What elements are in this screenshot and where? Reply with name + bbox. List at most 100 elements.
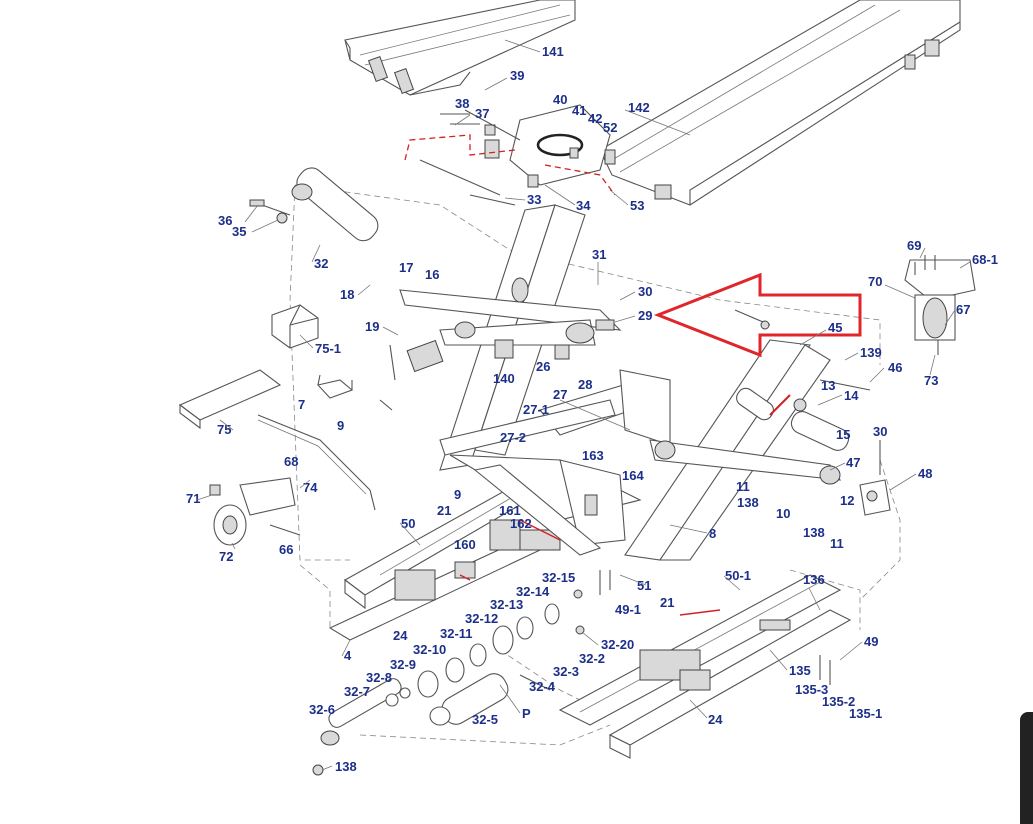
- label-32-4: 32-4: [529, 679, 556, 694]
- label-33: 33: [527, 192, 541, 207]
- part-labels: 141 39 38 37 40 41 42 52 142 33 34 53 36…: [186, 44, 998, 774]
- label-35: 35: [232, 224, 246, 239]
- label-8: 8: [709, 526, 716, 541]
- label-140: 140: [493, 371, 515, 386]
- label-48: 48: [918, 466, 932, 481]
- label-9b: 9: [454, 487, 461, 502]
- label-11: 11: [736, 479, 750, 494]
- label-68-1: 68-1: [972, 252, 998, 267]
- label-24: 24: [393, 628, 408, 643]
- top-ramp-left: [344, 0, 576, 96]
- label-161: 161: [499, 503, 521, 518]
- label-30: 30: [638, 284, 652, 299]
- label-29: 29: [638, 308, 652, 323]
- label-142: 142: [628, 100, 650, 115]
- label-32-5: 32-5: [472, 712, 498, 727]
- label-27-2: 27-2: [500, 430, 526, 445]
- label-73: 73: [924, 373, 938, 388]
- label-32: 32: [314, 256, 328, 271]
- label-21b: 21: [660, 595, 674, 610]
- label-24b: 24: [708, 712, 723, 727]
- label-138b: 138: [335, 759, 357, 774]
- label-41: 41: [572, 103, 586, 118]
- label-31: 31: [592, 247, 606, 262]
- label-135-3: 135-3: [795, 682, 828, 697]
- label-28: 28: [578, 377, 592, 392]
- label-71: 71: [186, 491, 200, 506]
- label-P: P: [522, 706, 531, 721]
- label-15: 15: [836, 427, 850, 442]
- left-small-parts: [178, 304, 393, 511]
- label-51: 51: [637, 578, 651, 593]
- label-38: 38: [455, 96, 469, 111]
- caster-assembly-right: [904, 255, 976, 355]
- label-32-7: 32-7: [344, 684, 370, 699]
- label-69: 69: [907, 238, 921, 253]
- window-edge-scrollbar[interactable]: [1020, 712, 1033, 824]
- label-32-10: 32-10: [413, 642, 446, 657]
- label-66: 66: [279, 542, 293, 557]
- label-53: 53: [630, 198, 644, 213]
- upper-scissor-arms: [389, 204, 622, 471]
- label-50-1: 50-1: [725, 568, 751, 583]
- label-67: 67: [956, 302, 970, 317]
- label-4: 4: [344, 648, 352, 663]
- label-49-1: 49-1: [615, 602, 641, 617]
- label-19: 19: [365, 319, 379, 334]
- label-70: 70: [868, 274, 882, 289]
- top-ramp-right: [599, 0, 961, 206]
- label-14: 14: [844, 388, 859, 403]
- label-32-20: 32-20: [601, 637, 634, 652]
- label-18: 18: [340, 287, 354, 302]
- lower-cylinder-parts: [312, 589, 585, 776]
- top-hinge-assembly: [404, 104, 616, 206]
- base-frame-center: [449, 454, 642, 595]
- label-163: 163: [582, 448, 604, 463]
- label-75: 75: [217, 422, 231, 437]
- label-32-2: 32-2: [579, 651, 605, 666]
- label-135: 135: [789, 663, 811, 678]
- label-30b: 30: [873, 424, 887, 439]
- label-21: 21: [437, 503, 451, 518]
- label-17: 17: [399, 260, 413, 275]
- label-162: 162: [510, 516, 532, 531]
- label-139: 139: [860, 345, 882, 360]
- label-47: 47: [846, 455, 860, 470]
- label-32-9: 32-9: [390, 657, 416, 672]
- label-9: 9: [337, 418, 344, 433]
- label-11b: 11: [830, 536, 844, 551]
- label-46: 46: [888, 360, 902, 375]
- label-32-11: 32-11: [440, 626, 473, 641]
- label-52: 52: [603, 120, 617, 135]
- label-32-13: 32-13: [490, 597, 523, 612]
- label-74: 74: [303, 480, 318, 495]
- label-12: 12: [840, 493, 854, 508]
- label-141: 141: [542, 44, 564, 59]
- label-32-15: 32-15: [542, 570, 575, 585]
- caster-assembly-left: [209, 477, 301, 546]
- label-32-14: 32-14: [516, 584, 550, 599]
- label-27: 27: [553, 387, 567, 402]
- label-68: 68: [284, 454, 298, 469]
- block-48: [859, 440, 891, 516]
- label-26: 26: [536, 359, 550, 374]
- label-50: 50: [401, 516, 415, 531]
- hydraulic-cylinder-upper: [249, 167, 379, 242]
- label-136: 136: [803, 572, 825, 587]
- label-10: 10: [776, 506, 790, 521]
- label-7: 7: [298, 397, 305, 412]
- label-32-12: 32-12: [465, 611, 498, 626]
- label-72: 72: [219, 549, 233, 564]
- label-36: 36: [218, 213, 232, 228]
- label-16: 16: [425, 267, 439, 282]
- label-39: 39: [510, 68, 524, 83]
- label-40: 40: [553, 92, 567, 107]
- label-27-1: 27-1: [523, 402, 549, 417]
- right-scissor-arms: [624, 339, 871, 561]
- label-138: 138: [737, 495, 759, 510]
- label-37: 37: [475, 106, 489, 121]
- label-135-1: 135-1: [849, 706, 882, 721]
- label-138c: 138: [803, 525, 825, 540]
- label-75-1: 75-1: [315, 341, 341, 356]
